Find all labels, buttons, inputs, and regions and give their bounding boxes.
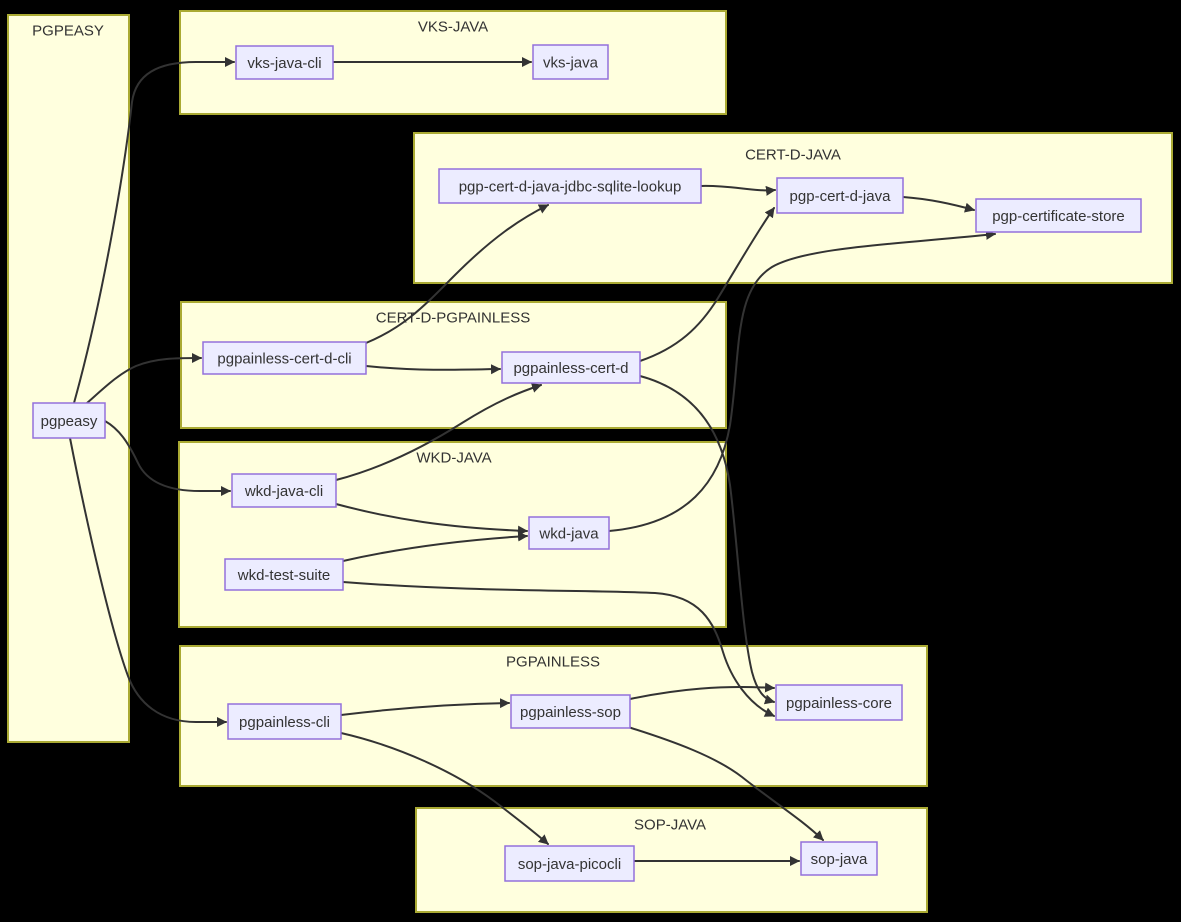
cluster-wkd-java-group: WKD-JAVA (178, 441, 727, 628)
node-wkd-java-cli-label: wkd-java-cli (244, 483, 323, 500)
cluster-sop-java-group-label: SOP-JAVA (634, 817, 706, 834)
edge-pgpainless-sop--sop-java (627, 726, 824, 841)
node-wkd-test-suite-label: wkd-test-suite (237, 567, 331, 584)
node-wkd-test-suite-box (224, 558, 344, 591)
edge-pgpainless-cert-d--pgp-cert-d-java (639, 207, 775, 362)
node-vks-java-cli-box (235, 45, 334, 80)
node-wkd-test-suite: wkd-test-suite (224, 558, 344, 591)
node-pgpeasy-label: pgpeasy (41, 413, 98, 430)
cluster-cert-d-pgpainless-group-label: CERT-D-PGPAINLESS (376, 310, 530, 327)
node-pgpainless-cert-d-cli-label: pgpainless-cert-d-cli (217, 351, 351, 368)
edge-pgpainless-cli--sop-java-picocli (340, 732, 549, 845)
edge-wkd-java-cli--wkd-java (335, 503, 528, 536)
node-pgpainless-cli-box (227, 703, 342, 740)
node-pgp-cert-d-java-jdbc-sqlite-lookup-label: pgp-cert-d-java-jdbc-sqlite-lookup (459, 179, 682, 196)
edge-wkd-test-suite--pgpainless-core (342, 581, 775, 717)
edge-pgpainless-sop--pgpainless-core (629, 682, 775, 700)
node-pgp-cert-d-java-jdbc-sqlite-lookup: pgp-cert-d-java-jdbc-sqlite-lookup (438, 168, 702, 204)
edge-pgpeasy--pgpainless-cert-d-cli (86, 353, 202, 404)
node-pgpainless-cli: pgpainless-cli (227, 703, 342, 740)
node-sop-java-picocli-label: sop-java-picocli (518, 856, 621, 873)
node-pgpainless-cert-d-cli: pgpainless-cert-d-cli (202, 341, 367, 375)
cluster-pgpainless-group-label: PGPAINLESS (506, 654, 600, 671)
edge-wkd-java-cli--pgpainless-cert-d (335, 383, 542, 481)
node-pgp-certificate-store-box (975, 198, 1142, 233)
edge-wkd-test-suite--wkd-java (342, 531, 528, 562)
node-pgp-cert-d-java: pgp-cert-d-java (776, 177, 904, 214)
node-sop-java-label: sop-java (811, 851, 868, 868)
node-pgpainless-sop: pgpainless-sop (510, 694, 631, 729)
edge-pgpainless-cert-d-cli--pgp-cert-d-java-jdbc-sqlite-lookup (365, 204, 549, 344)
node-vks-java-cli: vks-java-cli (235, 45, 334, 80)
node-vks-java-box (532, 44, 609, 80)
node-vks-java: vks-java (532, 44, 609, 80)
node-pgpainless-sop-box (510, 694, 631, 729)
node-pgpainless-cert-d-cli-box (202, 341, 367, 375)
node-pgpainless-cli-label: pgpainless-cli (239, 714, 330, 731)
node-pgpainless-core: pgpainless-core (775, 684, 903, 721)
node-sop-java-box (800, 841, 878, 876)
cluster-pgpeasy-group-label: PGPEASY (32, 23, 104, 40)
node-pgp-certificate-store-label: pgp-certificate-store (992, 208, 1125, 225)
edge-pgpainless-cert-d--pgpainless-core (639, 375, 775, 705)
edge-pgp-cert-d-java-jdbc-sqlite-lookup--pgp-cert-d-java (700, 184, 776, 196)
edge-wkd-java--pgp-certificate-store (608, 229, 996, 532)
node-pgpainless-sop-label: pgpainless-sop (520, 704, 621, 721)
node-pgp-cert-d-java-jdbc-sqlite-lookup-box (438, 168, 702, 204)
cluster-wkd-java-group-box (178, 441, 727, 628)
cluster-wkd-java-group-label: WKD-JAVA (416, 450, 491, 467)
node-wkd-java-box (528, 516, 610, 550)
node-wkd-java-cli: wkd-java-cli (231, 473, 337, 508)
cluster-pgpeasy-group: PGPEASY (7, 14, 130, 743)
edge-pgpeasy--vks-java-cli (73, 57, 235, 404)
node-wkd-java: wkd-java (528, 516, 610, 550)
node-wkd-java-cli-box (231, 473, 337, 508)
node-sop-java: sop-java (800, 841, 878, 876)
node-pgp-cert-d-java-box (776, 177, 904, 214)
node-sop-java-picocli-box (504, 845, 635, 882)
edge-pgpeasy--pgpainless-cli (69, 437, 227, 727)
edge-pgpeasy--wkd-java-cli (104, 420, 231, 496)
node-vks-java-label: vks-java (543, 55, 599, 72)
node-pgpainless-core-box (775, 684, 903, 721)
node-pgpeasy: pgpeasy (32, 402, 106, 439)
edge-pgpainless-cert-d-cli--pgpainless-cert-d (365, 364, 501, 375)
node-pgp-certificate-store: pgp-certificate-store (975, 198, 1142, 233)
cluster-vks-java-group-label: VKS-JAVA (418, 19, 488, 36)
node-pgp-cert-d-java-label: pgp-cert-d-java (790, 188, 892, 205)
node-vks-java-cli-label: vks-java-cli (247, 55, 321, 72)
node-pgpainless-cert-d-label: pgpainless-cert-d (513, 360, 628, 377)
node-pgpainless-cert-d: pgpainless-cert-d (501, 351, 641, 384)
node-wkd-java-label: wkd-java (538, 526, 599, 543)
node-sop-java-picocli: sop-java-picocli (504, 845, 635, 882)
node-pgpainless-cert-d-box (501, 351, 641, 384)
edge-pgp-cert-d-java--pgp-certificate-store (902, 196, 975, 213)
node-pgpeasy-box (32, 402, 106, 439)
node-pgpainless-core-label: pgpainless-core (786, 695, 892, 712)
cluster-cert-d-java-group-label: CERT-D-JAVA (745, 147, 841, 164)
edge-pgpainless-cli--pgpainless-sop (340, 698, 510, 716)
cluster-pgpeasy-group-box (7, 14, 130, 743)
